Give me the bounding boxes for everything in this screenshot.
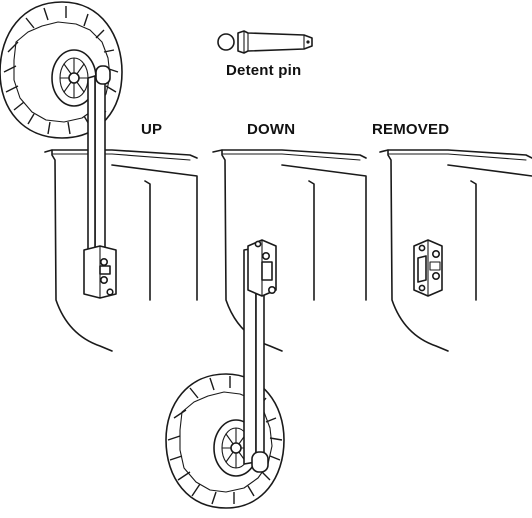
transom-up [44, 149, 198, 352]
detent-pin-label: Detent pin [226, 62, 302, 79]
transom-removed [379, 149, 532, 352]
removed-label: REMOVED [372, 121, 450, 138]
up-label: UP [141, 121, 163, 138]
down-label: DOWN [247, 121, 296, 138]
leg-up [83, 65, 117, 299]
detent-pin-icon [217, 30, 313, 54]
transom-bracket-icon [413, 239, 443, 297]
wheel-down-icon [165, 373, 285, 509]
transom-down [212, 149, 367, 352]
leg-down [243, 239, 277, 473]
